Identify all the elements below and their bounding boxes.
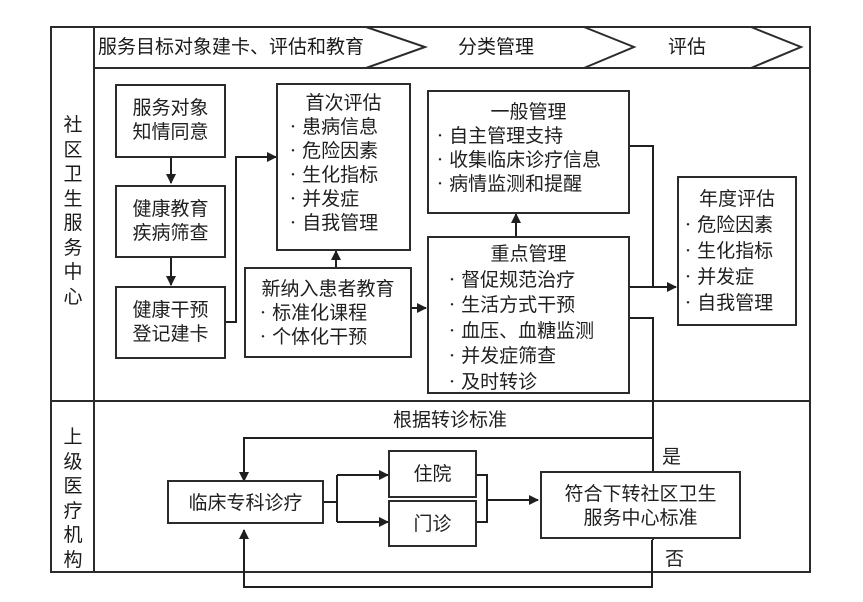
no-label: 否 (665, 548, 685, 570)
outpatient-box: 门诊 (388, 500, 477, 547)
key-management-item: 及时转诊 (449, 370, 628, 396)
inpatient-label: 住院 (413, 463, 452, 485)
phase-label-assessment: 评估 (668, 36, 707, 58)
phase-label-classification: 分类管理 (458, 36, 535, 58)
phase-chevron-1 (365, 26, 429, 69)
phase-chevron-3 (750, 26, 804, 69)
education-title: 新纳入患者教育 (261, 278, 395, 300)
arrow-no-back-to-specialist (239, 529, 653, 588)
registration-line-1: 健康干预 (132, 299, 209, 321)
downward-criteria-line-1: 符合下转社区卫生 (564, 483, 717, 505)
arrow-registration-to-first-assessment (225, 152, 277, 323)
lane-label-hospital: 上级医疗机构 (63, 426, 83, 571)
line-merge (476, 474, 488, 523)
annual-assessment-item: 并发症 (685, 264, 795, 290)
yes-label: 是 (662, 446, 682, 468)
general-management-box: 一般管理 自主管理支持 收集临床诊疗信息 病情监测和提醒 (427, 90, 630, 214)
lane-label-community: 社区卫生服务中心 (63, 114, 83, 308)
education-item: 个体化干预 (260, 325, 410, 349)
first-assessment-title: 首次评估 (305, 92, 382, 114)
annual-assessment-item: 自我管理 (685, 290, 795, 316)
downward-criteria-box: 符合下转社区卫生 服务中心标准 (540, 471, 741, 539)
key-management-item: 生活方式干预 (449, 293, 628, 319)
specialist-care-label: 临床专科诊疗 (188, 492, 303, 514)
first-assessment-item: 危险因素 (290, 139, 409, 163)
first-assessment-box: 首次评估 患病信息 危险因素 生化指标 并发症 自我管理 (276, 83, 411, 251)
outpatient-label: 门诊 (413, 513, 452, 535)
general-management-title: 一般管理 (490, 101, 567, 123)
registration-line-2: 登记建卡 (132, 323, 209, 345)
general-management-item: 收集临床诊疗信息 (437, 148, 628, 172)
new-patient-education-box: 新纳入患者教育 标准化课程 个体化干预 (244, 267, 412, 358)
first-assessment-item: 患病信息 (290, 115, 409, 139)
consent-line-1: 服务对象 (132, 97, 209, 119)
first-assessment-item: 并发症 (290, 187, 409, 211)
annual-assessment-box: 年度评估 危险因素 生化指标 并发症 自我管理 (677, 176, 797, 326)
inpatient-box: 住院 (388, 450, 477, 498)
key-management-item: 血压、血糖监测 (449, 319, 628, 345)
key-management-title: 重点管理 (490, 243, 567, 265)
registration-box: 健康干预 登记建卡 (115, 286, 226, 359)
arrow-referral-to-specialist (239, 437, 653, 482)
education-item: 标准化课程 (260, 301, 410, 325)
first-assessment-item: 生化指标 (290, 163, 409, 187)
line-general-to-annual (629, 145, 654, 287)
consent-box: 服务对象 知情同意 (115, 84, 226, 158)
downward-criteria-line-2: 服务中心标准 (583, 507, 698, 529)
screening-box: 健康教育 疾病筛查 (115, 185, 226, 258)
general-management-item: 自主管理支持 (437, 124, 628, 148)
phase-chevron-2 (583, 26, 637, 69)
first-assessment-item: 自我管理 (290, 211, 409, 235)
referral-criteria-label: 根据转诊标准 (393, 409, 508, 431)
general-management-item: 病情监测和提醒 (437, 172, 628, 196)
key-management-item: 督促规范治疗 (449, 268, 628, 294)
screening-line-1: 健康教育 (132, 198, 209, 220)
key-management-box: 重点管理 督促规范治疗 生活方式干预 血压、血糖监测 并发症筛查 及时转诊 (427, 236, 630, 394)
screening-line-2: 疾病筛查 (132, 222, 209, 244)
consent-line-2: 知情同意 (132, 121, 209, 143)
line-referral-down (629, 317, 654, 540)
annual-assessment-item: 生化指标 (685, 238, 795, 264)
outer-frame (50, 26, 811, 573)
annual-assessment-title: 年度评估 (698, 188, 775, 210)
key-management-item: 并发症筛查 (449, 344, 628, 370)
annual-assessment-item: 危险因素 (685, 212, 795, 238)
phase-label-enrollment: 服务目标对象建卡、评估和教育 (98, 36, 365, 58)
specialist-care-box: 临床专科诊疗 (167, 480, 324, 524)
